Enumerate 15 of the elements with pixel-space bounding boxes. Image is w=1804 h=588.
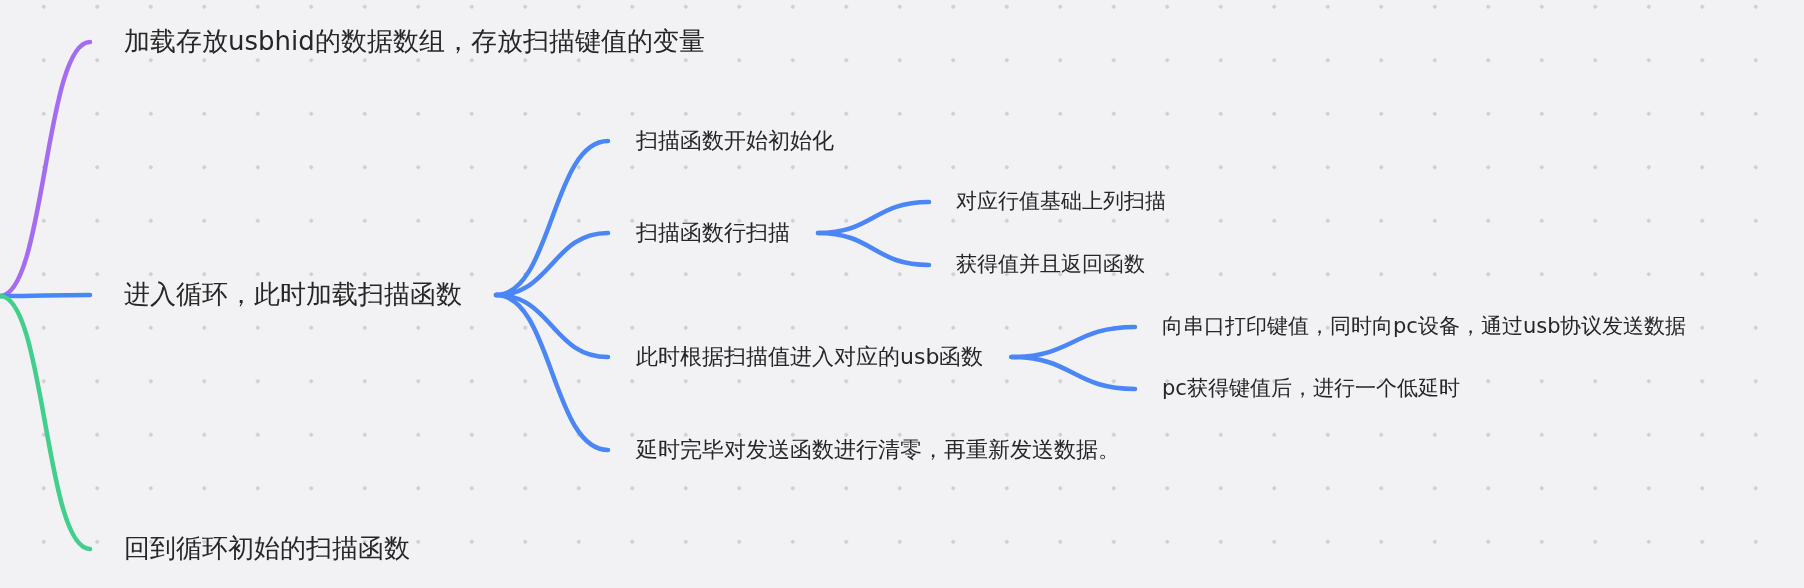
topic-text: 扫描函数开始初始化	[636, 126, 834, 155]
topic-text: 向串口打印键值，同时向pc设备，通过usb协议发送数据	[1162, 313, 1687, 341]
topic-text: 回到循环初始的扫描函数	[124, 532, 410, 566]
topic-text: 加载存放usbhid的数据数组，存放扫描键值的变量	[124, 25, 705, 59]
topic-text: pc获得键值后，进行一个低延时	[1162, 375, 1460, 403]
topic-text: 获得值并且返回函数	[956, 251, 1145, 279]
topic-text: 对应行值基础上列扫描	[956, 188, 1166, 216]
branch-line	[493, 292, 611, 453]
topic-text: 此时根据扫描值进入对应的usb函数	[636, 342, 984, 371]
topic-text: 扫描函数行扫描	[636, 218, 790, 247]
branch-line	[0, 293, 93, 552]
topic-text: 延时完毕对发送函数进行清零，再重新发送数据。	[636, 435, 1120, 464]
topic-text: 进入循环，此时加载扫描函数	[124, 278, 462, 312]
branch-line	[1009, 354, 1138, 392]
branch-line	[815, 230, 932, 268]
